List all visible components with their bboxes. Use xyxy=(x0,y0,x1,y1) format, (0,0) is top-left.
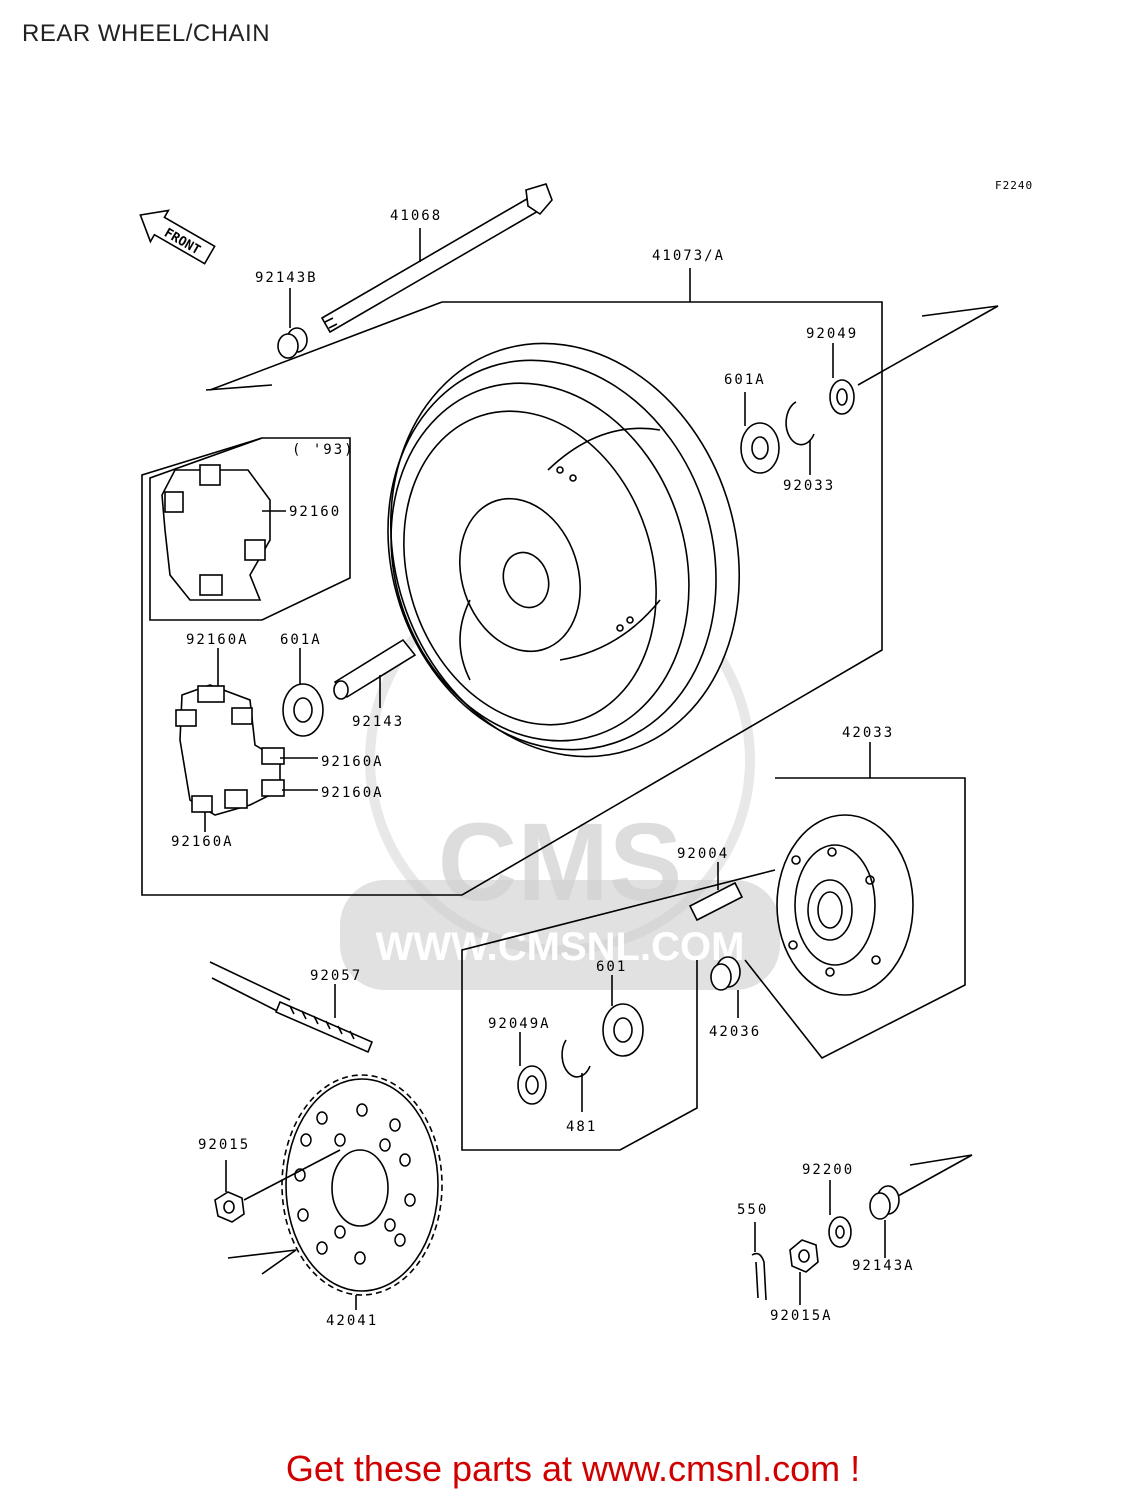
watermark-brand: CMS xyxy=(438,801,682,924)
label-601a-mid: 601A xyxy=(280,632,322,648)
damper-92160 xyxy=(161,464,286,601)
label-92057: 92057 xyxy=(310,968,362,984)
circlip-481 xyxy=(561,1039,591,1112)
label-92160a-bot: 92160A xyxy=(171,834,234,850)
label-481: 481 xyxy=(566,1119,597,1135)
washer-92049 xyxy=(829,343,855,415)
label-92049a: 92049A xyxy=(488,1016,551,1032)
chain-92057 xyxy=(209,961,374,1054)
label-92143: 92143 xyxy=(352,714,404,730)
watermark-url: WWW.CMSNL.COM xyxy=(376,925,745,969)
label-92015a: 92015A xyxy=(770,1308,833,1324)
sprocket-hub-42033 xyxy=(776,814,914,996)
figure-code: F2240 xyxy=(995,179,1033,192)
footer-promo-text[interactable]: Get these parts at www.cmsnl.com ! xyxy=(285,1448,861,1489)
label-92143a: 92143A xyxy=(852,1258,915,1274)
label-601: 601 xyxy=(596,959,627,975)
label-601a-top: 601A xyxy=(724,372,766,388)
nut-92015 xyxy=(214,1149,341,1275)
label-92143b: 92143B xyxy=(255,270,318,286)
damper-92160a xyxy=(175,648,318,832)
page-title: REAR WHEEL/CHAIN xyxy=(22,20,271,47)
label-92200: 92200 xyxy=(802,1162,854,1178)
axle-41068 xyxy=(320,183,553,334)
label-92160: 92160 xyxy=(289,504,341,520)
label-550: 550 xyxy=(737,1202,768,1218)
washer-92049a xyxy=(517,1032,547,1105)
circlip-92033 xyxy=(785,401,815,475)
label-92033: 92033 xyxy=(783,478,835,494)
collar-92143a xyxy=(869,1154,973,1258)
bearing-601 xyxy=(602,975,644,1057)
castle-nut-92015a xyxy=(789,1239,819,1305)
label-92160a-top: 92160A xyxy=(186,632,249,648)
label-92160a-r2: 92160A xyxy=(321,785,384,801)
label-92015: 92015 xyxy=(198,1137,250,1153)
stud-92004 xyxy=(688,862,744,922)
label-41073: 41073/A xyxy=(652,248,725,264)
bracket-42033 xyxy=(461,742,966,1151)
rear-wheel-rim xyxy=(387,342,741,758)
washer-92200 xyxy=(828,1180,852,1248)
cotter-pin-550 xyxy=(751,1222,767,1301)
label-92160a-r1: 92160A xyxy=(321,754,384,770)
label-42033: 42033 xyxy=(842,725,894,741)
collar-42036 xyxy=(710,956,741,1018)
label-42036: 42036 xyxy=(709,1024,761,1040)
label-92049: 92049 xyxy=(806,326,858,342)
label-41068: 41068 xyxy=(390,208,442,224)
box-93-variant xyxy=(149,437,351,621)
front-arrow-icon: FRONT xyxy=(139,209,216,265)
watermark: CMS WWW.CMSNL.COM xyxy=(340,565,780,990)
bearing-601a-mid xyxy=(282,648,324,737)
label-42041: 42041 xyxy=(326,1313,378,1329)
bracket-41073 xyxy=(141,268,999,896)
sprocket-42041 xyxy=(281,1074,443,1310)
bearing-601a-top xyxy=(740,392,780,474)
label-93: ( '93) xyxy=(292,442,355,458)
collar-92143b xyxy=(277,288,308,359)
label-92004: 92004 xyxy=(677,846,729,862)
spacer-92143 xyxy=(333,638,417,708)
